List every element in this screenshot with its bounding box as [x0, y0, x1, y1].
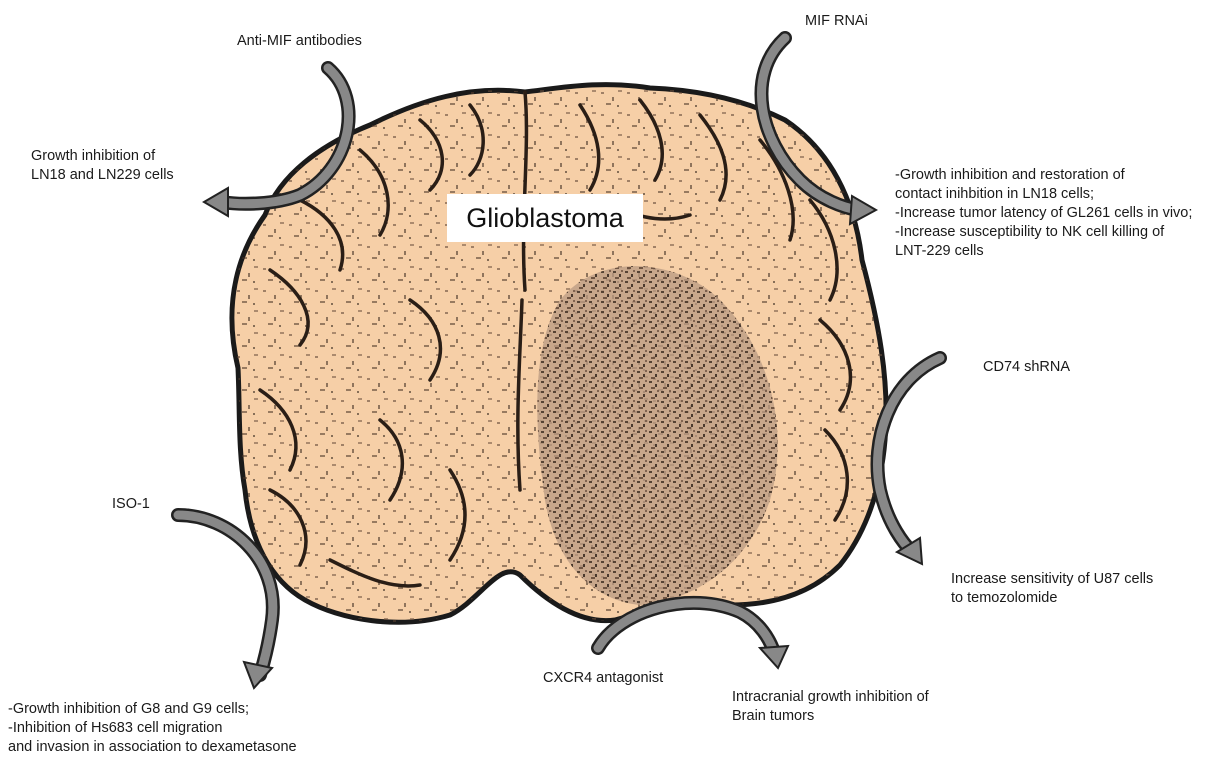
effect-line: -Growth inhibition and restoration of: [895, 166, 1192, 185]
effect-line: -Increase susceptibility to NK cell kill…: [895, 223, 1192, 242]
treatment-iso-1: ISO-1: [112, 495, 150, 514]
treatment-anti-mif: Anti-MIF antibodies: [237, 32, 362, 51]
effects-iso-1: -Growth inhibition of G8 and G9 cells; -…: [8, 700, 297, 757]
effects-anti-mif: Growth inhibition of LN18 and LN229 cell…: [31, 147, 174, 185]
effect-line: contact inihbition in LN18 cells;: [895, 185, 1192, 204]
effects-cxcr4: Intracranial growth inhibition of Brain …: [732, 688, 929, 726]
effects-mif-rnai: -Growth inhibition and restoration of co…: [895, 166, 1192, 261]
treatment-mif-rnai: MIF RNAi: [805, 12, 868, 31]
effect-line: and invasion in association to dexametas…: [8, 738, 297, 757]
effect-line: Intracranial growth inhibition of: [732, 688, 929, 707]
effect-line: Growth inhibition of: [31, 147, 174, 166]
effect-line: LN18 and LN229 cells: [31, 166, 174, 185]
effects-cd74-shrna: Increase sensitivity of U87 cells to tem…: [951, 570, 1153, 608]
effect-line: Brain tumors: [732, 707, 929, 726]
center-label: Glioblastoma: [447, 194, 643, 242]
effect-line: to temozolomide: [951, 589, 1153, 608]
effect-line: -Increase tumor latency of GL261 cells i…: [895, 204, 1192, 223]
arrow-cxcr4: [598, 603, 788, 668]
effect-line: -Growth inhibition of G8 and G9 cells;: [8, 700, 297, 719]
effect-line: Increase sensitivity of U87 cells: [951, 570, 1153, 589]
treatment-cd74-shrna: CD74 shRNA: [983, 358, 1070, 377]
effect-line: -Inhibition of Hs683 cell migration: [8, 719, 297, 738]
treatment-cxcr4: CXCR4 antagonist: [543, 669, 663, 688]
effect-line: LNT-229 cells: [895, 242, 1192, 261]
